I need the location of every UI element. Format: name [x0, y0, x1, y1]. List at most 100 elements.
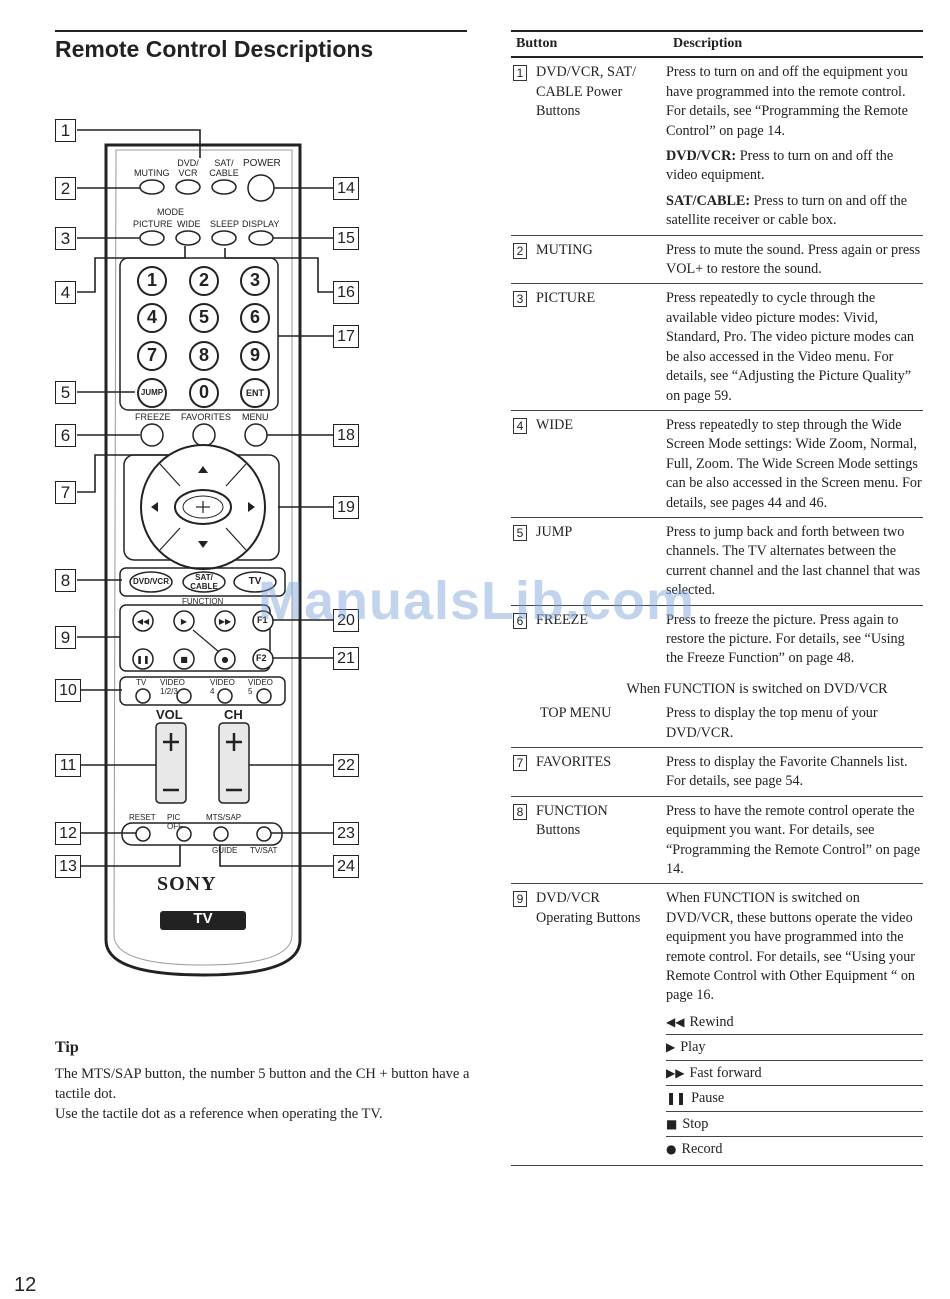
f1-label: F1 — [257, 615, 268, 625]
row-description: Press repeatedly to step through the Wid… — [666, 416, 922, 511]
callout-23: 23 — [333, 822, 359, 845]
fast-forward-icon: ▶▶ — [666, 1065, 685, 1080]
picoff-label: PIC OFF — [167, 813, 183, 831]
header-description: Description — [673, 36, 743, 51]
callout-24: 24 — [333, 855, 359, 878]
favorites-label: FAVORITES — [181, 412, 231, 422]
svg-text:●: ● — [222, 655, 229, 664]
input-video123-label: VIDEO 1/2/3 — [160, 678, 185, 696]
input-tv-label: TV — [136, 678, 147, 687]
table-header: Button Description — [511, 32, 923, 59]
tvsat-label: TV/SAT — [250, 846, 278, 855]
sleep-label: SLEEP — [210, 219, 240, 229]
row-number: 5 — [513, 524, 527, 541]
tip-line-1: The MTS/SAP button, the number 5 button … — [55, 1066, 470, 1102]
callout-17: 17 — [333, 325, 359, 348]
callout-6: 6 — [55, 424, 76, 447]
callout-10: 10 — [55, 679, 81, 702]
row-number: 7 — [513, 755, 527, 771]
stop-label: Stop — [682, 1115, 709, 1132]
power-label: POWER — [243, 158, 281, 169]
sony-logo: SONY — [157, 873, 217, 895]
function-dvdvcr-label: DVD/VCR — [132, 577, 169, 586]
callout-18: 18 — [333, 424, 359, 447]
tip-line-2: Use the tactile dot as a reference when … — [55, 1106, 383, 1122]
row-button: TOP MENU — [540, 705, 612, 722]
muting-label: MUTING — [134, 168, 170, 178]
row-number: 2 — [513, 242, 527, 259]
callout-15: 15 — [333, 227, 359, 250]
row-description: Press repeatedly to cycle through the av… — [666, 290, 914, 404]
row-number: 3 — [513, 291, 527, 308]
mode-label: MODE — [157, 207, 184, 217]
svg-text:▶▶: ▶▶ — [219, 617, 232, 626]
callout-2: 2 — [55, 177, 76, 200]
digit-3: 3 — [249, 270, 260, 290]
fast-forward-label: Fast forward — [689, 1064, 762, 1081]
picture-label: PICTURE — [133, 219, 173, 229]
f2-label: F2 — [256, 653, 267, 663]
list-item: ●Record — [666, 1135, 923, 1161]
guide-label: GUIDE — [212, 846, 238, 855]
list-item: ▶Play — [666, 1034, 923, 1059]
row-number: 4 — [513, 417, 527, 434]
watermark: ManualsLib.com — [258, 571, 696, 631]
callout-1: 1 — [55, 119, 76, 142]
freeze-label: FREEZE — [135, 412, 171, 422]
row-description: Press to mute the sound. Press again or … — [666, 241, 921, 278]
row-description: Press to turn on and off the equipment y… — [666, 64, 908, 139]
input-video4-label: VIDEO 4 — [210, 678, 235, 696]
input-video5-label: VIDEO 5 — [248, 678, 273, 696]
remote-diagram: ◀◀▶▶▶ ❚❚■● — [77, 129, 335, 977]
page-number: 12 — [14, 1274, 37, 1296]
callout-11: 11 — [55, 754, 81, 777]
digit-1: 1 — [146, 270, 157, 290]
function-label: FUNCTION — [182, 597, 224, 606]
row-button: PICTURE — [536, 290, 596, 307]
row-description: Press to freeze the picture. Press again… — [666, 611, 905, 667]
function-satcable-label: SAT/ CABLE — [190, 573, 218, 591]
dvd-operation-list: ◀◀Rewind ▶Play ▶▶Fast forward ❚❚Pause ■S… — [666, 1010, 923, 1161]
callout-3: 3 — [55, 227, 76, 250]
pause-icon: ❚❚ — [666, 1091, 687, 1106]
row-button: DVD/VCR, SAT/ CABLE Power Buttons — [536, 64, 637, 120]
svg-text:❚❚: ❚❚ — [136, 655, 149, 664]
row-description: Press to turn on and off the satellite r… — [666, 192, 908, 229]
callout-9: 9 — [55, 626, 76, 649]
digit-9: 9 — [249, 345, 260, 365]
rewind-label: Rewind — [689, 1013, 734, 1030]
function-note: When FUNCTION is switched on DVD/VCR — [626, 680, 888, 697]
tip-section: Tip The MTS/SAP button, the number 5 but… — [55, 1038, 475, 1124]
record-label: Record — [681, 1140, 723, 1157]
callout-8: 8 — [55, 569, 76, 592]
digit-4: 4 — [146, 307, 157, 327]
list-item: ❚❚Pause — [666, 1085, 923, 1110]
play-icon: ▶ — [666, 1040, 676, 1055]
function-tv-label: TV — [248, 576, 262, 587]
digit-6: 6 — [249, 307, 260, 327]
table-row: TOP MENU Press to display the top menu o… — [511, 699, 923, 748]
ent-label: ENT — [246, 388, 264, 398]
row-description: Press to jump back and forth between two… — [666, 523, 921, 599]
ch-label: CH — [224, 707, 243, 722]
callout-16: 16 — [333, 281, 359, 304]
dvd-vcr-term: DVD/VCR: — [666, 148, 737, 165]
stop-icon: ■ — [666, 1116, 678, 1131]
svg-text:▶: ▶ — [181, 617, 188, 626]
digit-2: 2 — [198, 270, 209, 290]
digit-5: 5 — [198, 307, 209, 327]
reset-label: RESET — [129, 813, 156, 822]
svg-text:◀◀: ◀◀ — [137, 617, 150, 626]
row-description: Press to display the Favorite Channels l… — [666, 754, 908, 790]
callout-14: 14 — [333, 177, 359, 200]
table-row: 3 PICTURE Press repeatedly to cycle throu… — [511, 284, 923, 411]
callout-20: 20 — [333, 609, 359, 632]
row-description: When FUNCTION is switched on DVD/VCR, th… — [666, 890, 916, 1004]
